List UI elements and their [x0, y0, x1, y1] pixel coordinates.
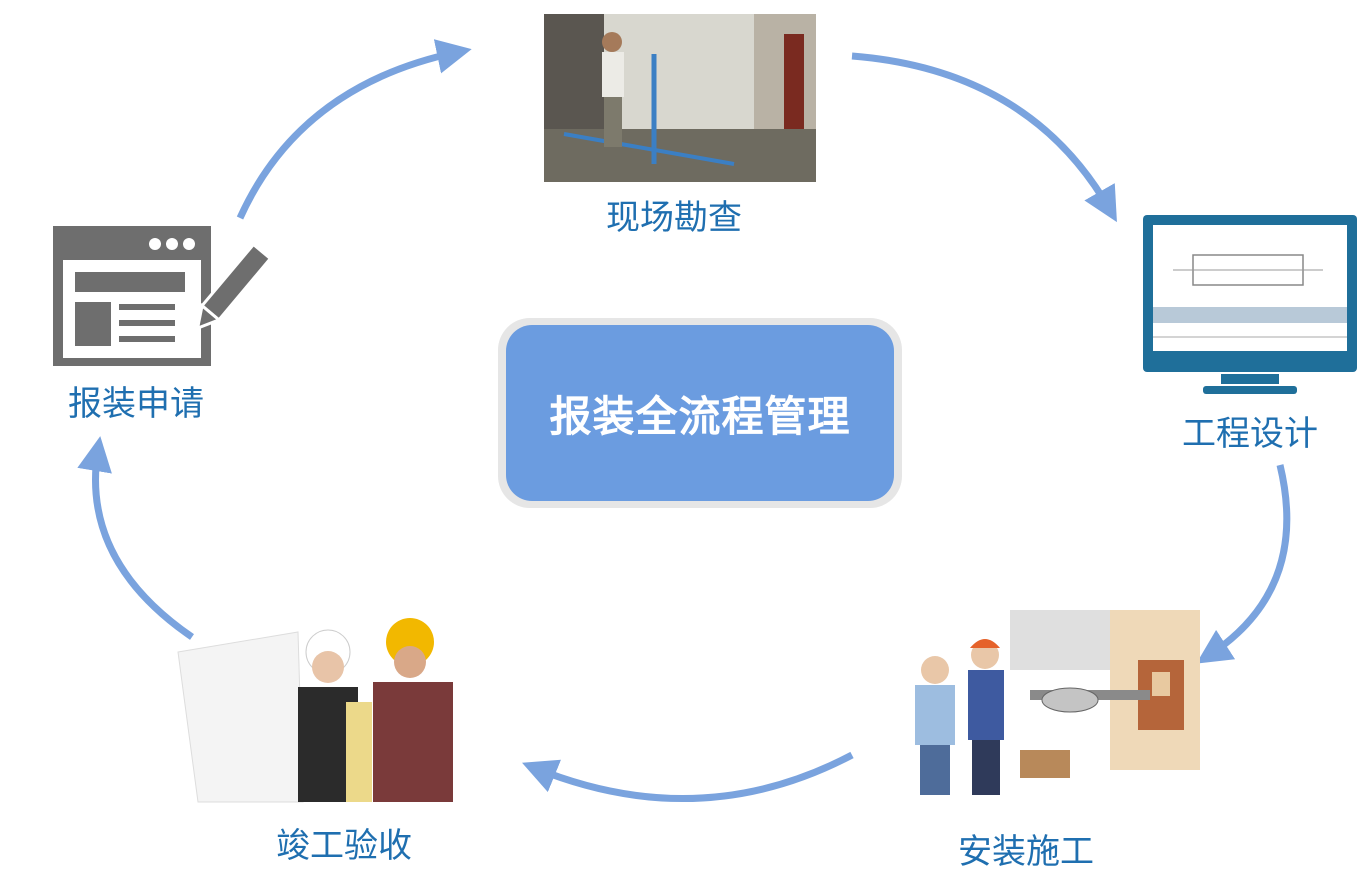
installation-illustration	[915, 610, 1200, 795]
design-monitor-icon	[1143, 215, 1357, 394]
step-label-acceptance: 竣工验收	[276, 826, 412, 866]
arrow-accept-to-apply	[77, 436, 194, 640]
arrow-design-to-install	[1196, 464, 1291, 664]
application-form-icon	[53, 226, 273, 366]
arrow-survey-to-design	[851, 52, 1117, 223]
center-title: 报装全流程管理	[549, 391, 851, 441]
step-label-design: 工程设计	[1182, 414, 1318, 454]
arrow-apply-to-survey	[236, 39, 472, 220]
center-box: 报装全流程管理	[498, 318, 902, 508]
step-label-survey: 现场勘查	[606, 198, 742, 238]
step-label-install: 安装施工	[958, 832, 1094, 872]
center-box-inner: 报装全流程管理	[506, 325, 894, 501]
survey-photo	[544, 14, 816, 182]
step-label-apply: 报装申请	[68, 384, 204, 424]
acceptance-photo	[177, 618, 453, 803]
arrow-install-to-accept	[522, 751, 854, 802]
